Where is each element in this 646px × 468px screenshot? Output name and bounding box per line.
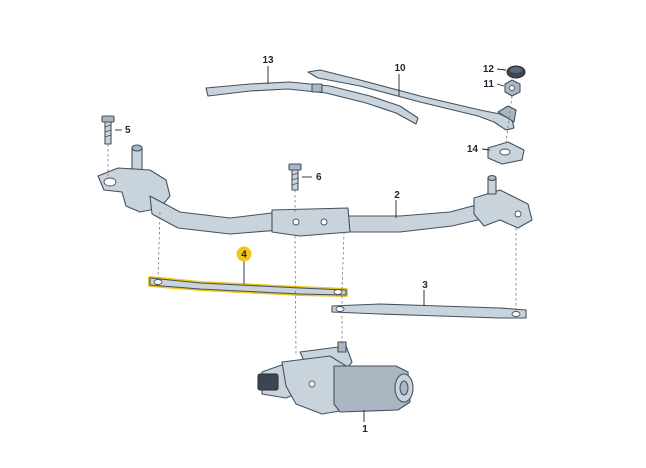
wiper-arm (307, 69, 517, 131)
seal (487, 141, 525, 165)
callout-13: 12 (483, 64, 495, 75)
callout-14: 14 (467, 144, 479, 155)
assembly-guide-lines (107, 95, 517, 357)
cap (506, 65, 526, 79)
wiper-blade (205, 81, 419, 125)
nut (504, 79, 521, 97)
callout-3: 3 (422, 280, 428, 291)
wiper-frame (97, 144, 533, 237)
callout-6: 6 (316, 172, 322, 183)
callout-labels: 4 13 10 12 11 14 5 6 2 3 1 (125, 55, 494, 435)
callout-11: 13 (262, 55, 274, 66)
wiper-motor (257, 341, 414, 415)
highlight-marker (236, 246, 252, 262)
callout-2: 2 (394, 190, 400, 201)
bolt (288, 163, 302, 191)
callout-10: 10 (394, 63, 406, 74)
connecting-rod-short (148, 276, 348, 297)
bolt (101, 115, 115, 145)
callout-12: 11 (483, 79, 494, 90)
callout-1: 1 (362, 424, 368, 435)
leader-lines (115, 66, 507, 422)
callout-4: 4 (241, 250, 247, 261)
connecting-rod-long (331, 303, 527, 319)
callout-5: 5 (125, 125, 131, 136)
